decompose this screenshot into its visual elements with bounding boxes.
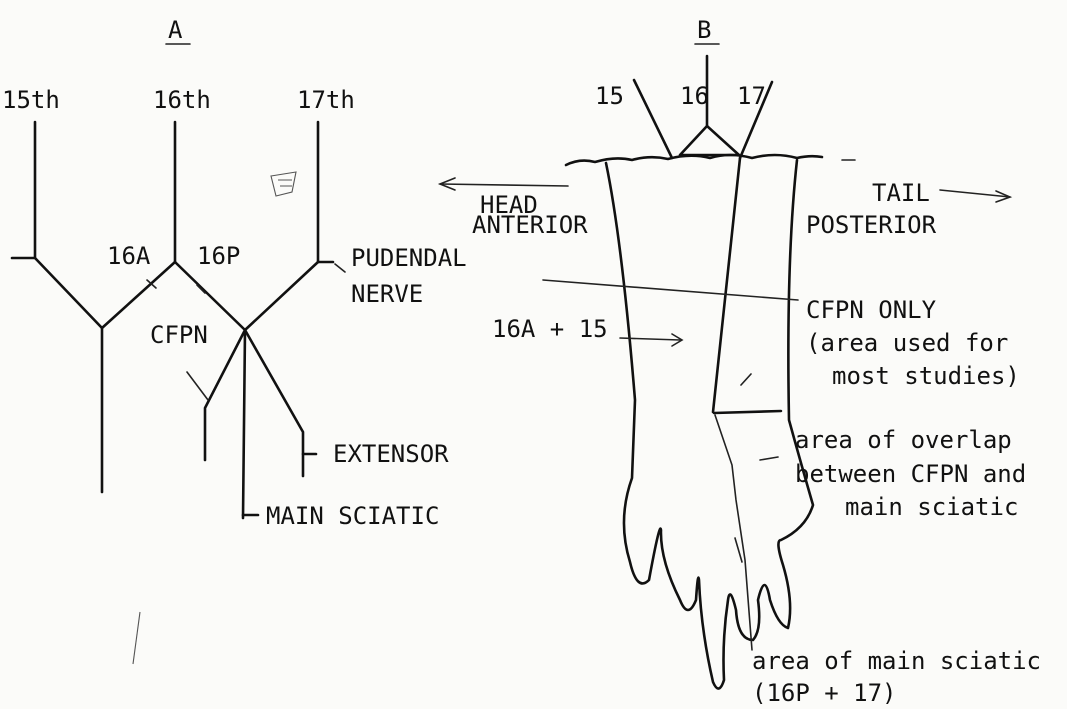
n16p-label: 16P (197, 242, 240, 270)
nerve-15th-label: 15th (2, 86, 60, 114)
cfpn-label: CFPN (150, 321, 208, 349)
pudendal-pointer (335, 264, 345, 272)
main-area-tick (735, 538, 742, 562)
tail-arrow (940, 190, 1010, 197)
main-sciatic-trunk (243, 330, 245, 518)
zone-16a15-label: 16A + 15 (492, 315, 608, 343)
cfpn-only-pointer (543, 280, 798, 300)
extensor-branch (245, 330, 303, 476)
overlap-curve (715, 415, 752, 650)
main-sciatic-label: MAIN SCIATIC (266, 502, 439, 530)
anterior-label: ANTERIOR (472, 211, 588, 239)
cfpn-zone-tick (741, 374, 751, 385)
nerve-17th-label: 17th (297, 86, 355, 114)
cfpn-only-line2: (area used for (806, 329, 1008, 357)
nerve-16a-branch (102, 262, 175, 328)
extensor-label: EXTENSOR (333, 440, 449, 468)
stray-mark (133, 612, 140, 664)
head-arrow (440, 184, 568, 186)
cfpn-branch (205, 330, 245, 460)
panel-a-title: A (168, 16, 183, 44)
panel-b: B 15 16 17 HEAD TAIL ANTERIOR (440, 16, 1041, 707)
overlap-pointer (760, 457, 778, 460)
nerve-15th-trunk (12, 122, 35, 258)
body-wall-edge (566, 155, 822, 165)
panel-a: A 15th 16th 17th 16A 16P PUDENDAL NER (2, 16, 467, 664)
nerve-15th-branch (35, 258, 102, 328)
zone-divider-cross (714, 411, 781, 413)
posterior-label: POSTERIOR (806, 211, 937, 239)
nerve-15-line (634, 80, 672, 158)
pudendal-label-line1: PUDENDAL (351, 244, 467, 272)
nerve-16p-branch (175, 262, 245, 330)
overlap-line2: between CFPN and (795, 460, 1026, 488)
n16a-label: 16A (107, 242, 151, 270)
cfpn-only-line3: most studies) (832, 362, 1020, 390)
main-area-line1: area of main sciatic (752, 647, 1041, 675)
nerve-17th-branch (245, 262, 318, 330)
cfpn-only-line1: CFPN ONLY (806, 296, 937, 324)
nerve-15-label: 15 (595, 82, 624, 110)
tail-label: TAIL (872, 179, 930, 207)
overlap-line1: area of overlap (795, 426, 1012, 454)
nerve-16-fork (680, 126, 739, 155)
nerve-16-label: 16 (680, 82, 709, 110)
cfpn-pointer (187, 372, 208, 400)
leg-outline (606, 160, 813, 689)
panel-b-title: B (697, 16, 711, 44)
nerve-16th-label: 16th (153, 86, 211, 114)
main-area-line2: (16P + 17) (752, 679, 897, 707)
pudendal-label-line2: NERVE (351, 280, 423, 308)
overlap-line3: main sciatic (845, 493, 1018, 521)
zone-divider-left (713, 158, 740, 412)
sketch-mark (271, 172, 296, 196)
